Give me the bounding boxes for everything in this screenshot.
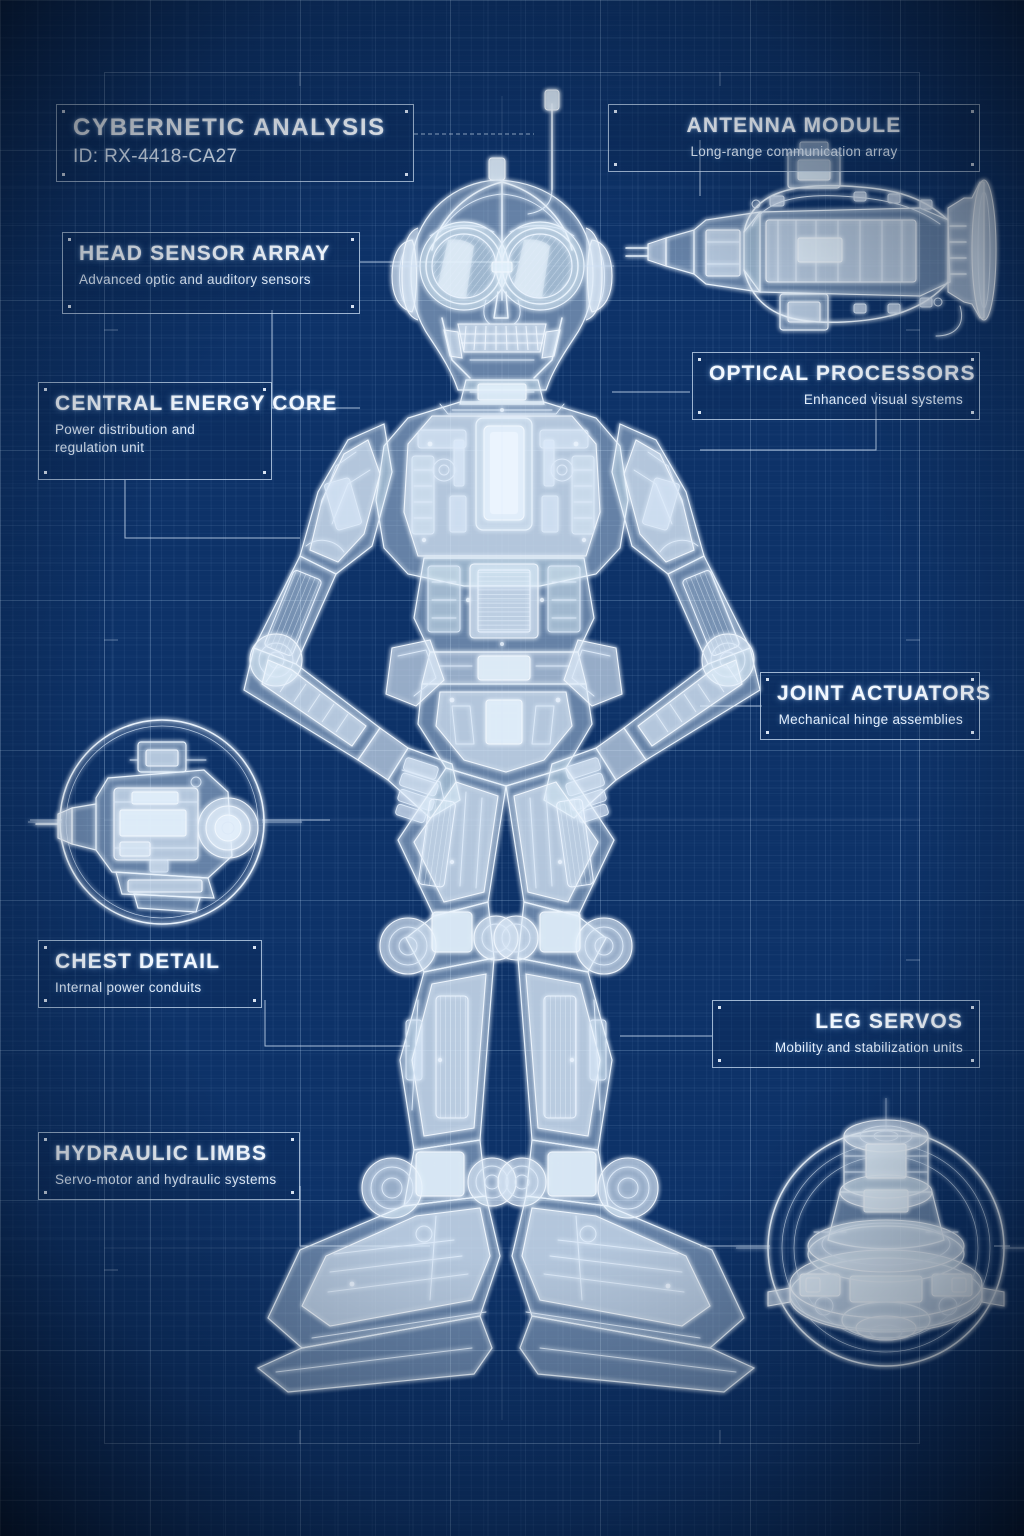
callout-leg-servos[interactable]: LEG SERVOS Mobility and stabilization un… (712, 1000, 980, 1068)
callout-title: ANTENNA MODULE (686, 114, 902, 137)
page-title: CYBERNETIC ANALYSIS (73, 114, 386, 141)
callout-title: OPTICAL PROCESSORS (709, 362, 976, 385)
callout-title: CENTRAL ENERGY CORE (55, 392, 338, 415)
callout-title-block[interactable]: CYBERNETIC ANALYSIS ID: RX-4418-CA27 (56, 104, 414, 182)
callout-chest-detail[interactable]: CHEST DETAIL Internal power conduits (38, 940, 262, 1008)
callout-subtitle: Servo-motor and hydraulic systems (55, 1171, 277, 1187)
callout-subtitle: Mobility and stabilization units (774, 1039, 963, 1055)
droid-right-leg (493, 767, 756, 1393)
callout-title: JOINT ACTUATORS (777, 682, 992, 705)
crown-sensor (488, 157, 506, 181)
droid-left-leg (256, 767, 519, 1393)
unit-id: ID: RX-4418-CA27 (73, 146, 238, 168)
callout-subtitle-line2: regulation unit (55, 440, 145, 456)
callout-subtitle: Mechanical hinge assemblies (778, 711, 963, 727)
callout-antenna-module[interactable]: ANTENNA MODULE Long-range communication … (608, 104, 980, 172)
callout-title: CHEST DETAIL (55, 950, 221, 973)
callout-optical-processors[interactable]: OPTICAL PROCESSORS Enhanced visual syste… (692, 352, 980, 420)
callout-central-energy-core[interactable]: CENTRAL ENERGY CORE Power distribution a… (38, 382, 338, 480)
callout-title: HEAD SENSOR ARRAY (79, 242, 331, 265)
callout-hydraulic-limbs[interactable]: HYDRAULIC LIMBS Servo-motor and hydrauli… (38, 1132, 300, 1200)
callout-subtitle: Enhanced visual systems (803, 391, 963, 407)
callout-subtitle-line1: Power distribution and (55, 421, 196, 437)
callout-subtitle: Long-range communication array (690, 143, 898, 159)
callout-title: LEG SERVOS (815, 1010, 963, 1033)
callout-subtitle: Internal power conduits (55, 979, 202, 995)
callout-head-sensor-array[interactable]: HEAD SENSOR ARRAY Advanced optic and aud… (62, 232, 360, 314)
callout-title: HYDRAULIC LIMBS (55, 1142, 268, 1165)
callout-subtitle: Advanced optic and auditory sensors (79, 271, 311, 287)
leg-servo-inset (736, 1098, 1024, 1367)
chest-detail-inset (28, 719, 302, 925)
callout-joint-actuators[interactable]: JOINT ACTUATORS Mechanical hinge assembl… (760, 672, 992, 740)
